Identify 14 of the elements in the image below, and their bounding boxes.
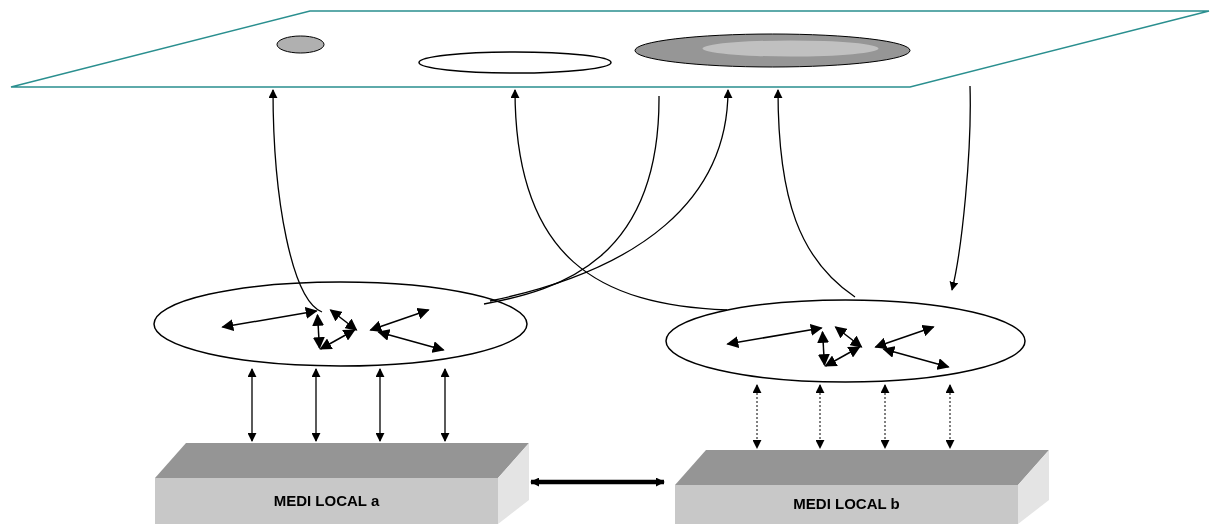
block-label: MEDI LOCAL b [793, 494, 900, 515]
arrow [268, 89, 323, 313]
block-label: MEDI LOCAL a [273, 490, 380, 511]
arrow [440, 368, 450, 442]
arrow [311, 368, 321, 442]
arrow [880, 384, 890, 449]
double-arrow [530, 477, 665, 487]
arrow [752, 384, 762, 449]
arrow [773, 89, 856, 298]
arrow [375, 368, 385, 442]
arrow [945, 384, 955, 449]
arrow [949, 85, 971, 291]
arrow [247, 368, 257, 442]
arrow [815, 384, 825, 449]
